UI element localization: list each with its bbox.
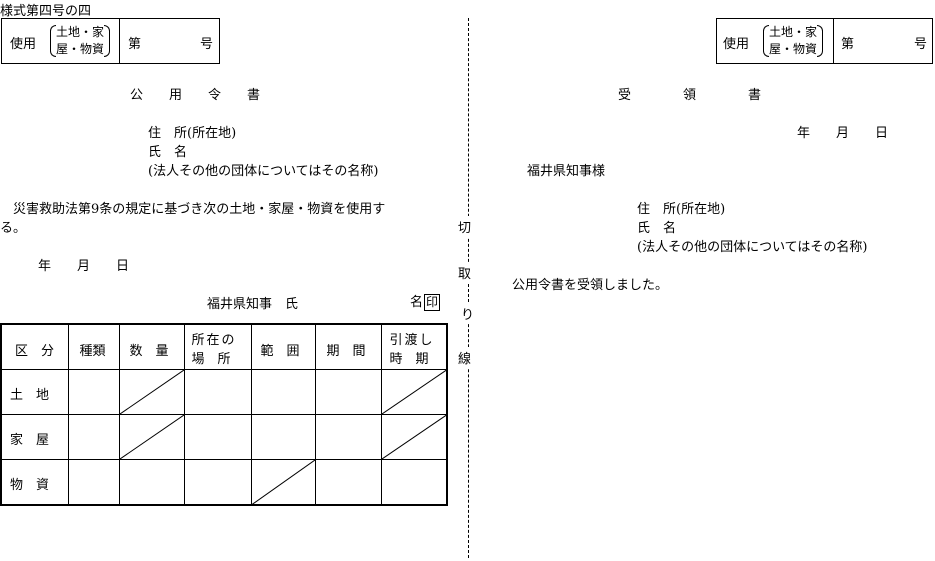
cut-line-char-1: 切 xyxy=(458,216,472,237)
right-number-suffix: 号 xyxy=(914,37,928,52)
order-date-line: 年 月 日 xyxy=(38,259,130,274)
header-delivery: 引渡し 時 期 xyxy=(380,323,448,370)
left-paren-line1: 土地・家 xyxy=(56,25,105,39)
cell xyxy=(380,458,448,506)
seal-mark: 印 xyxy=(424,294,441,311)
right-paren-line2: 屋・物資 xyxy=(769,42,818,56)
receipt-addressee: 福井県知事様 xyxy=(527,164,606,179)
header-kind: 種類 xyxy=(67,323,120,370)
left-paren-line2: 屋・物資 xyxy=(56,42,105,56)
form-number: 様式第四号の四 xyxy=(0,4,92,19)
left-number-suffix: 号 xyxy=(200,37,214,52)
order-issuer: 福井県知事 氏 xyxy=(207,297,299,312)
cell xyxy=(250,413,316,460)
table-row-building: 家 屋 xyxy=(0,413,448,460)
order-body-line2: る。 xyxy=(0,221,27,236)
order-issuer-name: 名印 xyxy=(410,291,441,311)
header-category: 区 分 xyxy=(0,323,69,370)
receipt-corp-note: (法人その他の団体についてはその名称) xyxy=(637,240,868,255)
table-row-land: 土 地 xyxy=(0,368,448,415)
order-corp-note: (法人その他の団体についてはその名称) xyxy=(148,164,379,179)
receipt-statement: 公用令書を受領しました。 xyxy=(512,278,669,293)
left-use-label: 使用 xyxy=(10,37,37,52)
cut-line xyxy=(468,18,469,558)
cut-line-char-4: 線 xyxy=(458,347,472,368)
right-paren-line1: 土地・家 xyxy=(769,25,818,39)
left-header-divider xyxy=(119,19,120,63)
order-name-label: 氏 名 xyxy=(148,145,188,160)
cell xyxy=(183,368,252,415)
cell xyxy=(183,458,252,506)
receipt-name-label: 氏 名 xyxy=(637,221,677,236)
cell xyxy=(314,413,382,460)
right-number-label: 第 xyxy=(841,37,855,52)
row-label-goods: 物 資 xyxy=(0,458,69,506)
cell xyxy=(183,413,252,460)
row-label-land: 土 地 xyxy=(0,368,69,415)
cell-diagonal xyxy=(118,368,185,415)
cell xyxy=(250,368,316,415)
cell-diagonal xyxy=(250,458,316,506)
cell-diagonal xyxy=(380,368,448,415)
order-title: 公 用 令 書 xyxy=(130,88,261,103)
issuer-name-suffix: 名 xyxy=(410,295,424,310)
cell xyxy=(67,413,120,460)
usage-table: 区 分 種類 数 量 所在の 場 所 範 囲 期 間 引渡し 時 期 土 地 家… xyxy=(0,323,448,506)
order-address-label: 住 所(所在地) xyxy=(148,126,237,141)
cut-line-char-3: り xyxy=(461,303,475,324)
receipt-date-line: 年 月 日 xyxy=(797,126,889,141)
right-use-label: 使用 xyxy=(723,37,750,52)
order-body-line1: 災害救助法第9条の規定に基づき次の土地・家屋・物資を使用す xyxy=(0,202,386,217)
cell-diagonal xyxy=(118,413,185,460)
right-type-paren: 土地・家 屋・物資 xyxy=(762,24,824,58)
right-header-box: 使用 土地・家 屋・物資 第 号 xyxy=(716,18,933,64)
right-header-divider xyxy=(833,19,834,63)
cell xyxy=(67,368,120,415)
left-type-paren: 土地・家 屋・物資 xyxy=(49,24,111,58)
left-header-box: 使用 土地・家 屋・物資 第 号 xyxy=(1,18,220,64)
header-quantity: 数 量 xyxy=(118,323,185,370)
cell xyxy=(118,458,185,506)
cell-diagonal xyxy=(380,413,448,460)
row-label-building: 家 屋 xyxy=(0,413,69,460)
cell xyxy=(314,458,382,506)
receipt-title: 受 領 書 xyxy=(618,88,762,103)
table-header-row: 区 分 種類 数 量 所在の 場 所 範 囲 期 間 引渡し 時 期 xyxy=(0,323,448,370)
table-row-goods: 物 資 xyxy=(0,458,448,506)
left-number-label: 第 xyxy=(128,37,142,52)
cut-line-char-2: 取 xyxy=(458,262,472,283)
cell xyxy=(314,368,382,415)
header-location: 所在の 場 所 xyxy=(183,323,252,370)
header-range: 範 囲 xyxy=(250,323,316,370)
receipt-address-label: 住 所(所在地) xyxy=(637,202,726,217)
header-period: 期 間 xyxy=(314,323,382,370)
cell xyxy=(67,458,120,506)
